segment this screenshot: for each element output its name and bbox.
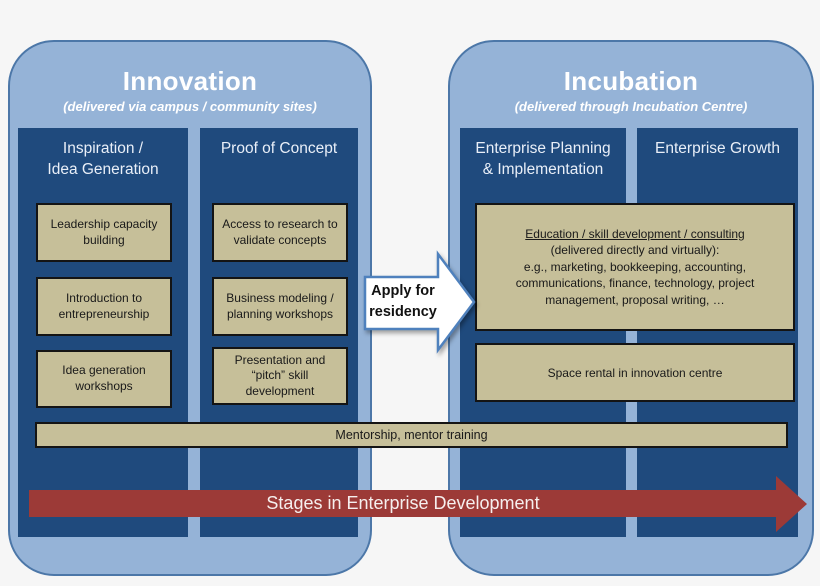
education-box-subtitle: (delivered directly and virtually): bbox=[550, 243, 720, 258]
education-box-body: e.g., marketing, bookkeeping, accounting… bbox=[515, 259, 755, 307]
incubation-title: Incubation bbox=[563, 66, 699, 96]
column-enterprise-planning-implementation: Enterprise Planning & Implementation bbox=[460, 128, 626, 537]
box-education-skill-consulting: Education / skill development / consulti… bbox=[475, 203, 795, 331]
mentorship-bar: Mentorship, mentor training bbox=[35, 422, 788, 448]
box-business-modeling-workshops: Business modeling / planning workshops bbox=[212, 277, 348, 336]
column-header: Proof of Concept bbox=[220, 140, 338, 157]
box-leadership-capacity-building: Leadership capacity building bbox=[36, 203, 172, 262]
box-presentation-pitch-skill: Presentation and “pitch” skill developme… bbox=[212, 347, 348, 405]
innovation-subtitle: (delivered via campus / community sites) bbox=[63, 99, 317, 114]
incubation-subtitle: (delivered through Incubation Centre) bbox=[514, 99, 748, 114]
box-access-to-research: Access to research to validate concepts bbox=[212, 203, 348, 262]
box-introduction-to-entrepreneurship: Introduction to entrepreneurship bbox=[36, 277, 172, 336]
column-header: Enterprise Growth bbox=[655, 140, 780, 157]
innovation-title: Innovation bbox=[122, 66, 258, 96]
education-box-title: Education / skill development / consulti… bbox=[525, 226, 745, 241]
box-idea-generation-workshops: Idea generation workshops bbox=[36, 350, 172, 408]
column-header: Enterprise Planning & Implementation bbox=[475, 140, 611, 178]
apply-arrow-icon bbox=[363, 250, 476, 354]
stages-arrow: Stages in Enterprise Development bbox=[29, 490, 777, 517]
box-space-rental: Space rental in innovation centre bbox=[475, 343, 795, 402]
column-enterprise-growth: Enterprise Growth bbox=[637, 128, 798, 537]
apply-arrow-label: Apply for residency bbox=[369, 282, 437, 320]
column-header: Inspiration / Idea Generation bbox=[47, 140, 159, 178]
stages-arrow-head-icon bbox=[776, 476, 807, 532]
